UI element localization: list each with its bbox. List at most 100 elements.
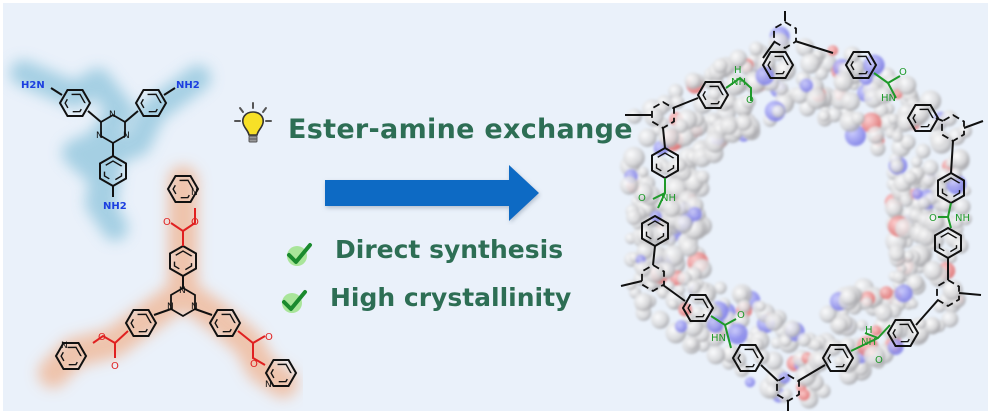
atom-sphere	[915, 317, 927, 329]
atom-sphere	[833, 71, 854, 92]
atom-sphere	[712, 58, 728, 74]
atom-sphere	[800, 53, 821, 74]
atom-sphere	[797, 333, 811, 347]
atom-sphere	[672, 158, 687, 173]
atom-sphere	[806, 88, 828, 110]
atom-sphere	[720, 117, 738, 136]
atom-sphere	[870, 140, 886, 157]
atom-sphere	[765, 312, 784, 331]
atom-sphere	[695, 170, 710, 184]
atom-sphere	[879, 286, 893, 300]
amine-label-bottom: NH2	[103, 201, 127, 212]
amine-molecule: H2N NH2 NH2 N N N	[21, 80, 200, 212]
amine-label-left: H2N	[21, 80, 45, 91]
atom-sphere	[781, 388, 793, 400]
atom-sphere	[705, 326, 725, 347]
atom-sphere	[724, 75, 746, 96]
atom-sphere	[826, 107, 842, 123]
lightbulb-icon	[234, 102, 272, 143]
amine-highlight	[10, 60, 211, 241]
atom-sphere	[827, 45, 839, 56]
reactants-structures: H2N NH2 NH2 N N N O O	[10, 60, 301, 398]
carbonyl-o-label: O	[875, 355, 883, 366]
ring-n-label: N	[96, 131, 103, 141]
carbonyl-o-label: O	[638, 193, 646, 204]
atom-sphere	[867, 126, 885, 144]
atom-sphere	[765, 384, 779, 398]
atom-sphere	[923, 316, 941, 334]
amide-hn-label: HN	[711, 333, 726, 344]
feature-high-crystallinity: High crystallinity	[330, 283, 572, 312]
atom-sphere	[817, 109, 831, 122]
atom-sphere	[704, 131, 726, 153]
atom-sphere	[721, 344, 740, 363]
atom-sphere	[636, 226, 654, 244]
atom-sphere	[851, 111, 865, 126]
ester-molecule: O O O O O O N N N N N N	[51, 168, 301, 394]
checkmark-icon	[282, 290, 307, 313]
checkmark-icon	[287, 243, 312, 266]
atom-sphere	[917, 227, 936, 247]
amide-h-label: H	[734, 65, 742, 76]
atom-sphere	[684, 72, 701, 90]
atom-sphere	[783, 320, 801, 338]
atom-sphere	[888, 244, 905, 262]
carbonyl-o-label: O	[899, 67, 907, 78]
atom-sphere	[891, 130, 904, 143]
atom-sphere	[887, 339, 904, 355]
atom-sphere	[637, 166, 649, 178]
atom-sphere	[953, 198, 971, 216]
atom-sphere	[899, 193, 913, 207]
atom-sphere	[856, 319, 868, 331]
atom-sphere	[950, 216, 963, 229]
amide-nh-label: NH	[861, 337, 876, 348]
atom-sphere	[897, 75, 917, 95]
atom-sphere	[912, 188, 923, 200]
ring-n-label: N	[109, 110, 116, 120]
amide-hn-label: HN	[881, 93, 896, 104]
atom-sphere	[750, 337, 764, 352]
oxygen-label: O	[191, 217, 199, 228]
carbonyl-o-label: O	[737, 310, 745, 321]
atom-sphere	[673, 118, 689, 134]
atom-sphere	[840, 91, 861, 111]
amide-h-label: H	[865, 325, 873, 336]
atom-sphere	[890, 159, 904, 173]
atom-sphere	[874, 304, 893, 322]
atom-sphere	[894, 284, 913, 303]
atom-sphere	[906, 273, 924, 292]
atom-sphere	[686, 279, 701, 295]
atom-sphere	[662, 199, 681, 218]
pyridine-n-label: N	[191, 188, 198, 198]
atom-sphere	[733, 286, 749, 302]
atom-sphere	[685, 337, 699, 351]
reaction-arrow	[325, 165, 539, 221]
amide-nh-label: NH	[955, 213, 970, 224]
atom-sphere	[772, 105, 785, 118]
atom-sphere	[707, 87, 721, 101]
atom-sphere	[706, 345, 726, 365]
oxygen-label: O	[163, 217, 171, 228]
atom-sphere	[941, 310, 959, 328]
atom-sphere	[737, 299, 751, 313]
atom-sphere	[674, 284, 686, 295]
atom-sphere	[839, 287, 858, 306]
ring-n-label: N	[179, 286, 186, 296]
atom-sphere	[623, 146, 645, 169]
atom-sphere	[638, 128, 657, 147]
atom-sphere	[749, 41, 763, 56]
method-label: Ester-amine exchange	[288, 114, 633, 145]
graphical-abstract: H2N NH2 NH2 N N N O O	[3, 3, 988, 411]
atom-sphere	[651, 310, 670, 329]
atom-sphere	[644, 107, 664, 127]
atom-sphere	[942, 279, 963, 301]
atom-sphere	[910, 156, 923, 168]
atom-sphere	[729, 49, 748, 68]
atom-sphere	[908, 298, 918, 309]
atom-sphere	[882, 319, 904, 341]
ring-n-label: N	[123, 131, 130, 141]
atom-sphere	[875, 87, 892, 104]
atom-sphere	[667, 298, 679, 310]
oxygen-label: O	[250, 359, 258, 370]
atom-sphere	[922, 159, 939, 176]
